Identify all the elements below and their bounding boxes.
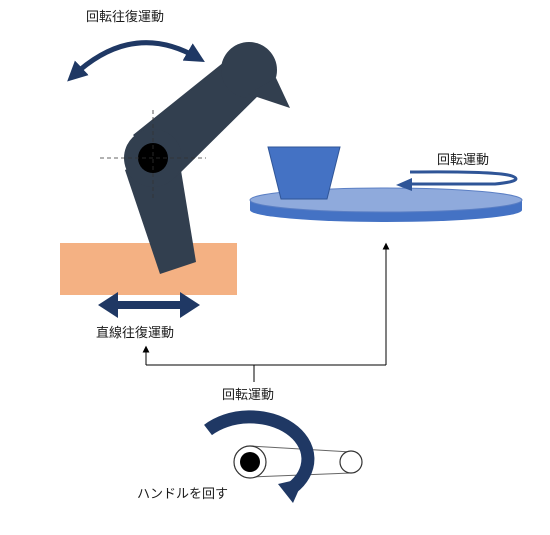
- cup: [267, 146, 341, 200]
- table-rotation-arrow: [396, 170, 518, 191]
- handle-rotation-arrow: [204, 410, 315, 494]
- label-rotary-reciprocating: 回転往復運動: [86, 10, 165, 25]
- pulley-small: [339, 450, 363, 474]
- slide-block: [60, 243, 237, 295]
- label-turn-handle: ハンドルを回す: [137, 487, 229, 502]
- label-table-rotation: 回転運動: [437, 153, 490, 168]
- drive-connection-lines: [142, 242, 390, 382]
- label-handle-rotation: 回転運動: [222, 388, 275, 403]
- top-rotation-arrow: [67, 40, 205, 82]
- handle-hub: [240, 452, 260, 472]
- robot-arm: [100, 42, 290, 274]
- label-linear-reciprocating: 直線往復運動: [96, 326, 175, 341]
- linear-double-arrow: [98, 292, 200, 318]
- handle-mechanism: [204, 410, 363, 503]
